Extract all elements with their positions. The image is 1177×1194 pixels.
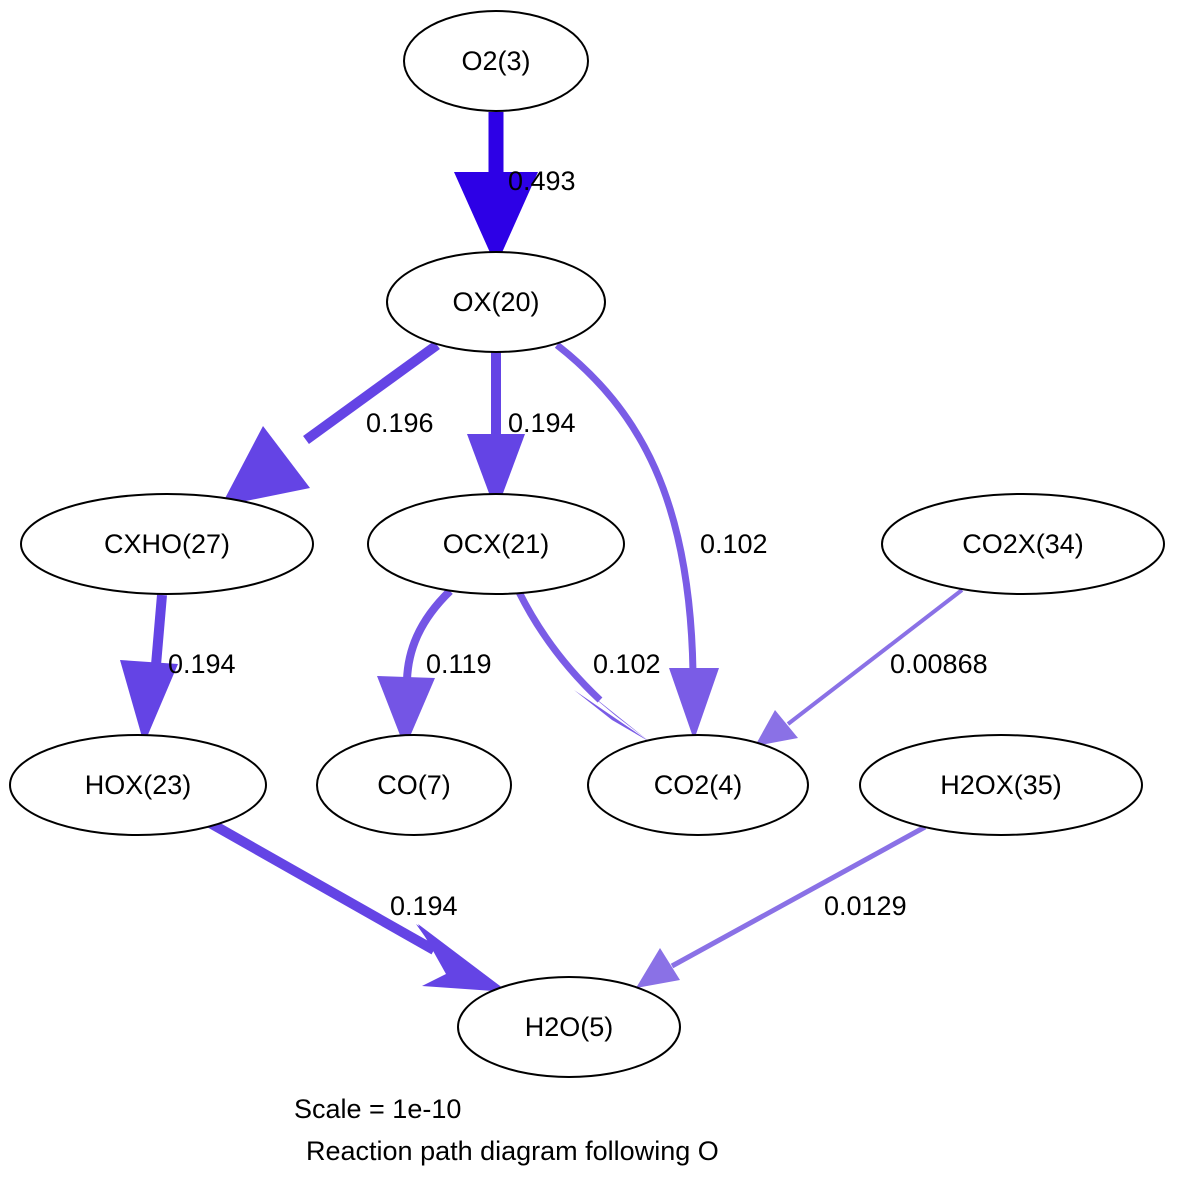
edge-co2x-co2 bbox=[755, 588, 964, 746]
edge-label-o2-ox: 0.493 bbox=[508, 166, 576, 196]
node-o2: O2(3) bbox=[403, 10, 589, 112]
edge-h2ox-h2o bbox=[636, 824, 927, 988]
edge-label-ocx-co: 0.119 bbox=[426, 649, 492, 679]
node-hox: HOX(23) bbox=[9, 734, 267, 836]
node-ocx: OCX(21) bbox=[367, 493, 625, 595]
node-label: CO(7) bbox=[377, 770, 451, 800]
node-label: CXHO(27) bbox=[104, 529, 230, 559]
node-label: H2O(5) bbox=[525, 1012, 614, 1042]
node-label: OX(20) bbox=[452, 287, 539, 317]
edge-ox-cxho bbox=[221, 340, 440, 506]
node-label: HOX(23) bbox=[85, 770, 192, 800]
edge-label-co2x-co2: 0.00868 bbox=[890, 649, 988, 679]
edge-cxho-hox bbox=[120, 594, 178, 744]
edge-label-ox-cxho: 0.196 bbox=[366, 408, 434, 438]
edge-label-ox-co2: 0.102 bbox=[700, 529, 768, 559]
edge-label-ox-ocx: 0.194 bbox=[508, 408, 576, 438]
node-co2: CO2(4) bbox=[587, 734, 809, 836]
node-h2o: H2O(5) bbox=[457, 976, 681, 1078]
node-label: O2(3) bbox=[461, 46, 530, 76]
edge-label-cxho-hox: 0.194 bbox=[168, 649, 236, 679]
edge-ox-ocx bbox=[467, 352, 525, 512]
node-label: CO2X(34) bbox=[962, 529, 1084, 559]
node-h2ox: H2OX(35) bbox=[859, 734, 1143, 836]
edge-o2-ox bbox=[454, 112, 538, 266]
edge-ocx-co bbox=[377, 588, 453, 748]
node-co: CO(7) bbox=[316, 734, 512, 836]
node-ox: OX(20) bbox=[386, 251, 606, 353]
scale-caption: Scale = 1e-10 bbox=[294, 1094, 461, 1124]
edge-label-ocx-co2: 0.102 bbox=[593, 649, 661, 679]
node-label: CO2(4) bbox=[654, 770, 743, 800]
edge-hox-h2o bbox=[207, 818, 508, 992]
edge-label-hox-h2o: 0.194 bbox=[390, 891, 458, 921]
edge-ocx-co2 bbox=[515, 590, 650, 742]
edge-label-h2ox-h2o: 0.0129 bbox=[824, 891, 907, 921]
node-label: OCX(21) bbox=[443, 529, 550, 559]
node-cxho: CXHO(27) bbox=[20, 493, 314, 595]
edge-ox-co2 bbox=[554, 342, 719, 740]
diagram-title: Reaction path diagram following O bbox=[306, 1136, 719, 1166]
node-label: H2OX(35) bbox=[940, 770, 1062, 800]
node-co2x: CO2X(34) bbox=[881, 493, 1165, 595]
